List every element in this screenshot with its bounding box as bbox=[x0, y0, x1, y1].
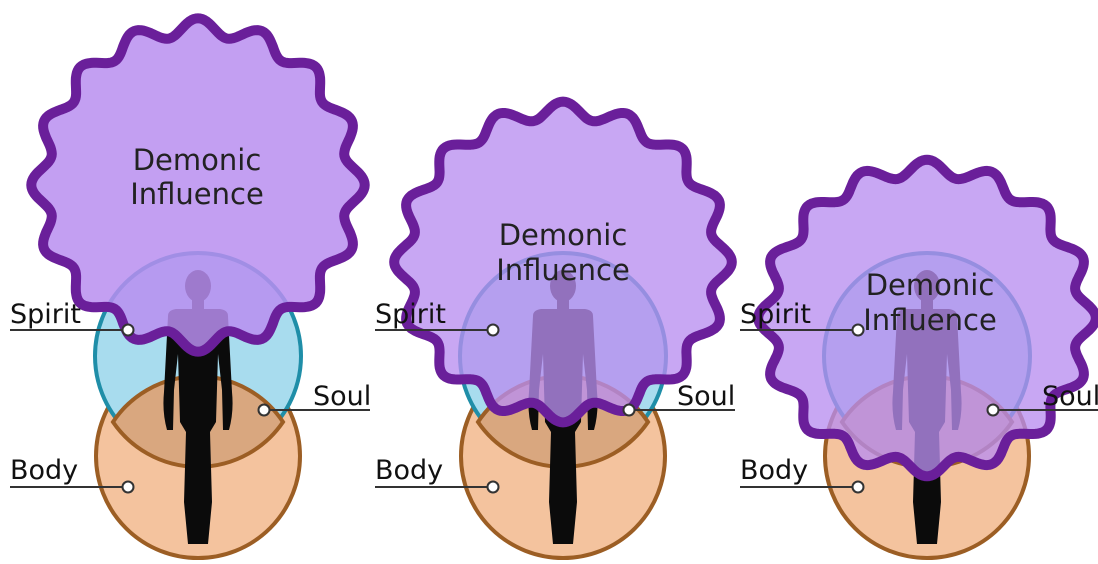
soul-marker bbox=[988, 405, 999, 416]
soul-marker bbox=[624, 405, 635, 416]
soul-label: Soul bbox=[1042, 381, 1098, 412]
spirit-marker bbox=[123, 325, 134, 336]
spirit-marker bbox=[488, 325, 499, 336]
influence-label-line1: Demonic bbox=[499, 218, 628, 252]
spirit-marker bbox=[853, 325, 864, 336]
soul-label: Soul bbox=[313, 381, 371, 412]
soul-label: Soul bbox=[677, 381, 735, 412]
influence-label-line1: Demonic bbox=[866, 268, 995, 302]
body-label: Body bbox=[10, 455, 78, 486]
body-marker bbox=[123, 482, 134, 493]
body-marker bbox=[488, 482, 499, 493]
soul-marker bbox=[259, 405, 270, 416]
spirit-label: Spirit bbox=[375, 299, 446, 330]
body-label: Body bbox=[740, 455, 808, 486]
influence-label-line2: Influence bbox=[130, 177, 264, 211]
influence-label-line2: Influence bbox=[863, 303, 997, 337]
body-marker bbox=[853, 482, 864, 493]
panel-2: Demonic Influence Spirit Soul Body bbox=[375, 102, 735, 558]
influence-label-line1: Demonic bbox=[133, 143, 262, 177]
influence-label-line2: Influence bbox=[496, 253, 630, 287]
panel-3: Demonic Influence Spirit Soul Body bbox=[740, 160, 1098, 558]
body-label: Body bbox=[375, 455, 443, 486]
spirit-label: Spirit bbox=[740, 299, 811, 330]
spirit-label: Spirit bbox=[10, 299, 81, 330]
panel-1: Demonic Influence Spirit Soul Body bbox=[10, 18, 371, 558]
